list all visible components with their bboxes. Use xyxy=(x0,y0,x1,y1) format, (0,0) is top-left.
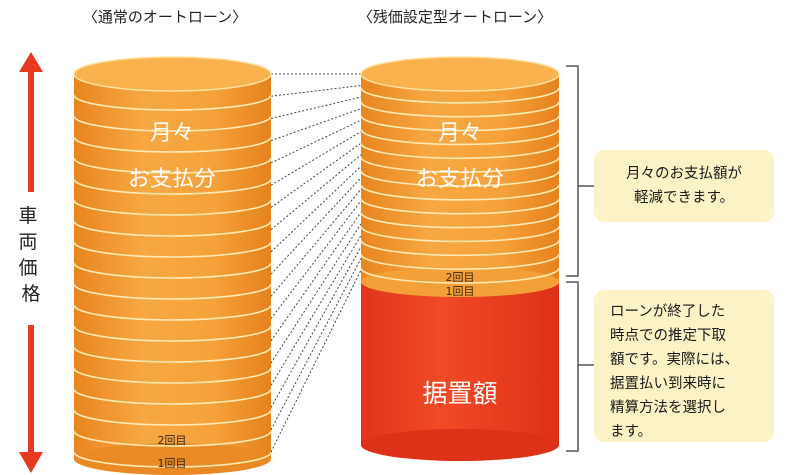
axis-label-vehicle-price: 車 両 価 格 xyxy=(18,205,43,305)
normal-monthly-label-line2: お支払分 xyxy=(128,167,216,192)
payment-stripe xyxy=(360,226,560,243)
payment-stripe xyxy=(360,87,560,104)
bracket-deferred xyxy=(566,281,596,452)
payment-stripe xyxy=(360,212,560,229)
dashed-connector xyxy=(270,188,362,297)
dashed-connector xyxy=(270,200,362,319)
note-estimated-trade-in-value: ローンが終了した 時点での推定下取 額です。実際には、 据置払い到来時に 精算方… xyxy=(594,290,774,442)
dashed-connector xyxy=(270,165,362,253)
payment-stripe xyxy=(73,283,272,300)
cylinder-normal-loan: 月々 お支払分 2回目 1回目 xyxy=(73,56,272,475)
normal-monthly-label-line1: 月々 xyxy=(150,121,194,146)
cylinder-residual-top xyxy=(360,56,560,92)
payment-stripe xyxy=(360,143,560,160)
residual-monthly-label-line2: お支払分 xyxy=(416,167,504,192)
payment-stripe xyxy=(73,178,272,195)
payment-stripe xyxy=(360,101,560,118)
payment-stripe xyxy=(73,157,272,174)
payment-stripe xyxy=(73,409,272,426)
cylinder-residual-bottom xyxy=(361,429,559,461)
payment-stripe xyxy=(360,115,560,132)
cylinder-residual-body xyxy=(361,74,559,282)
dashed-connector xyxy=(270,108,362,142)
arrow-head-down xyxy=(19,452,43,473)
payment-stripe xyxy=(73,367,272,384)
cylinder-residual-stripes xyxy=(360,87,560,284)
cylinder-normal-stripes xyxy=(73,94,272,468)
dashed-connector xyxy=(270,223,362,364)
dashed-connector xyxy=(270,154,362,231)
dashed-connector xyxy=(270,269,362,453)
dashed-connector xyxy=(270,177,362,275)
arrow-shaft-lower xyxy=(28,325,34,453)
dashed-connector xyxy=(270,235,362,386)
arrow-head-up xyxy=(19,52,43,72)
payment-stripe xyxy=(360,253,560,270)
payment-stripe xyxy=(73,304,272,321)
dashed-connector xyxy=(270,258,362,430)
residual-monthly-label-line1: 月々 xyxy=(438,121,482,146)
cylinder-residual-loan: 月々 お支払分 2回目 1回目 据置額 xyxy=(360,56,560,461)
payment-stripe xyxy=(73,136,272,153)
vehicle-price-arrow xyxy=(19,52,43,473)
cylinder-normal-bottom xyxy=(74,443,271,475)
payment-stripe xyxy=(73,241,272,258)
payment-stripe xyxy=(360,156,560,173)
payment-stripe xyxy=(73,220,272,237)
bracket-monthly xyxy=(566,65,596,277)
cylinder-residual-deferred-body xyxy=(361,282,559,445)
payment-stripe xyxy=(360,170,560,187)
payment-stripe xyxy=(73,430,272,447)
residual-first-payment-label: 1回目 xyxy=(446,285,475,298)
payment-stripe xyxy=(73,451,272,468)
residual-second-payment-label: 2回目 xyxy=(446,271,475,284)
payment-stripe xyxy=(360,240,560,257)
note-monthly-payment-reduced: 月々のお支払額が 軽減できます。 xyxy=(594,150,774,222)
payment-stripe xyxy=(360,267,560,284)
payment-stripe xyxy=(360,129,560,146)
payment-stripe xyxy=(73,388,272,405)
cylinder-normal-body xyxy=(74,74,271,459)
payment-stripe xyxy=(73,325,272,342)
payment-stripe xyxy=(73,94,272,111)
dashed-connector xyxy=(270,85,362,97)
cylinder-residual-orange-base xyxy=(361,267,559,297)
dashed-connector xyxy=(270,96,362,119)
payment-stripe xyxy=(73,115,272,132)
normal-second-payment-label: 2回目 xyxy=(158,434,187,447)
payment-stripe xyxy=(360,184,560,201)
dashed-connector-lines xyxy=(270,73,362,453)
arrow-shaft-upper xyxy=(28,70,34,192)
dashed-connector xyxy=(270,212,362,342)
payment-stripe xyxy=(360,198,560,215)
normal-first-payment-label: 1回目 xyxy=(158,457,187,470)
title-normal-loan: 〈通常のオートローン〉 xyxy=(83,8,247,26)
dashed-connector xyxy=(270,131,362,186)
dashed-connector xyxy=(270,119,362,164)
title-residual-loan: 〈残価設定型オートローン〉 xyxy=(358,8,552,26)
payment-stripe xyxy=(73,199,272,216)
cylinder-normal-top xyxy=(73,56,272,92)
dashed-connector xyxy=(270,246,362,408)
payment-stripe xyxy=(73,346,272,363)
deferred-amount-label: 据置額 xyxy=(422,379,497,408)
payment-stripe xyxy=(73,262,272,279)
dashed-connector xyxy=(270,142,362,208)
